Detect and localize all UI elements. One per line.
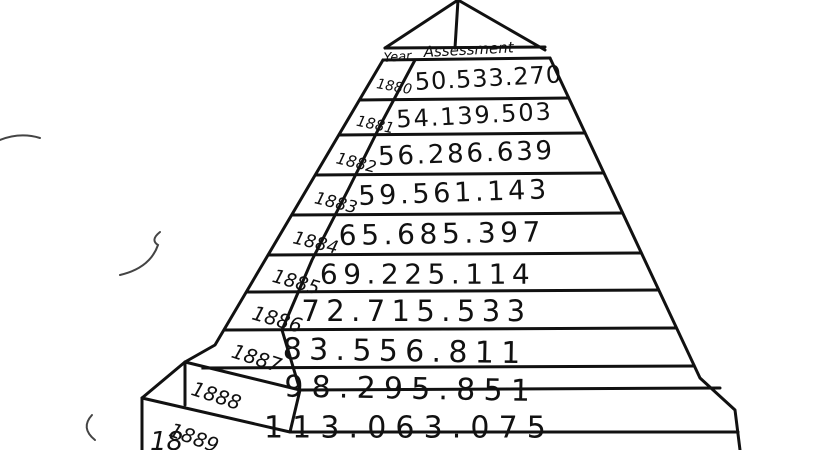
row-assessment: 113.063.075	[264, 411, 555, 446]
row-assessment: 98.295.851	[284, 370, 538, 409]
row-assessment: 69.225.114	[320, 258, 535, 291]
row-assessment: 65.685.397	[338, 215, 545, 252]
row-divider-line	[315, 173, 605, 175]
stray-mark-2	[120, 232, 160, 275]
row-assessment: 83.556.811	[283, 332, 528, 371]
row-assessment: 56.286.639	[378, 136, 556, 172]
paper-marks	[0, 135, 160, 440]
row-assessment: 72.715.533	[301, 294, 531, 328]
cutoff-label: 18	[150, 427, 183, 450]
stray-mark-1	[0, 135, 40, 140]
row-assessment: 50.533.270	[414, 60, 563, 96]
row-assessment: 54.139.503	[396, 97, 554, 133]
row-assessment: 59.561.143	[358, 174, 551, 212]
row-year: 1880	[375, 76, 413, 98]
stray-mark-3	[87, 415, 95, 440]
header-year-label: Year	[383, 49, 413, 66]
row-year: 1887	[229, 339, 285, 378]
